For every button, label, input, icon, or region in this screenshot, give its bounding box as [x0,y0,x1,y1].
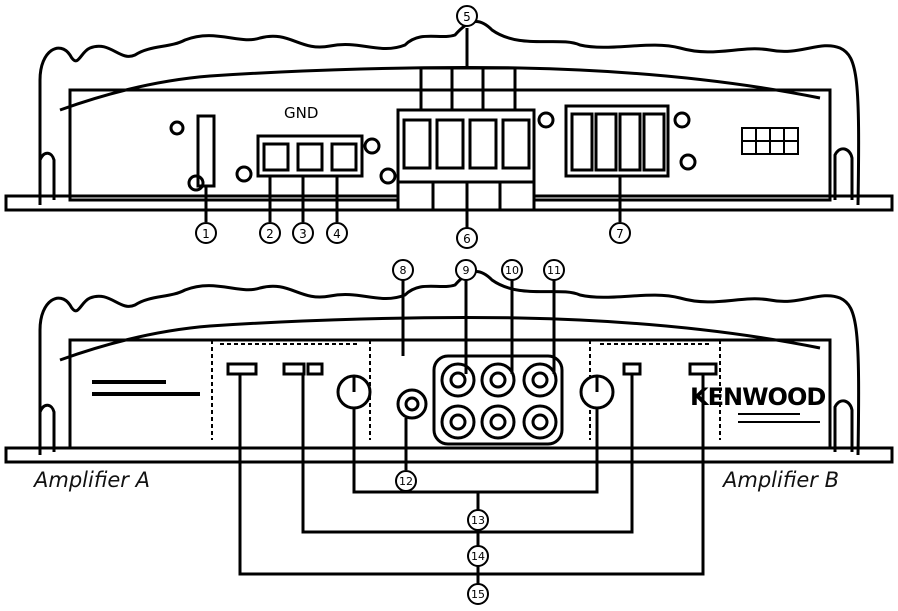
amplifier-a-caption: Amplifier A [34,468,150,492]
gain-knob-right [579,374,615,410]
callout-11: 11 [547,264,561,277]
callout-9: 9 [463,264,470,277]
top-heatsink-outline [38,20,861,206]
top-callouts [195,5,631,249]
top-heatsink-ridge [59,65,821,112]
kenwood-logo: KENWOOD [690,383,825,411]
callout-15: 15 [471,588,485,601]
callout-1: 1 [202,227,210,241]
callout-3: 3 [299,227,307,241]
bottom-heatsink-outline [38,270,861,456]
callout-14: 14 [471,550,485,563]
brand-subtext [738,413,820,423]
callout-10: 10 [505,264,519,277]
bottom-switches-right [622,362,718,376]
callout-6-top: 6 [463,232,471,246]
rca-jacks [396,354,564,446]
top-fuse [169,114,216,222]
callout-13: 13 [471,514,485,527]
bottom-leader-lines [401,280,556,470]
connection-brackets [238,374,705,584]
bottom-left-label-block [92,380,200,396]
callout-7: 7 [616,227,624,241]
callout-12: 12 [399,475,413,488]
gain-knob-left [336,374,372,410]
callout-8: 8 [400,264,407,277]
top-input-terminals [564,104,697,222]
bottom-amplifier [4,270,894,464]
top-grid-connector [741,127,799,155]
bottom-base-plate [4,446,894,464]
amplifier-b-caption: Amplifier B [723,468,840,492]
callout-4: 4 [333,227,341,241]
top-power-terminals [235,134,381,222]
callout-2: 2 [266,227,274,241]
gnd-label: GND [284,104,318,122]
callout-5: 5 [463,10,471,24]
bottom-switches-left [226,362,324,376]
top-speaker-terminals [379,28,555,228]
